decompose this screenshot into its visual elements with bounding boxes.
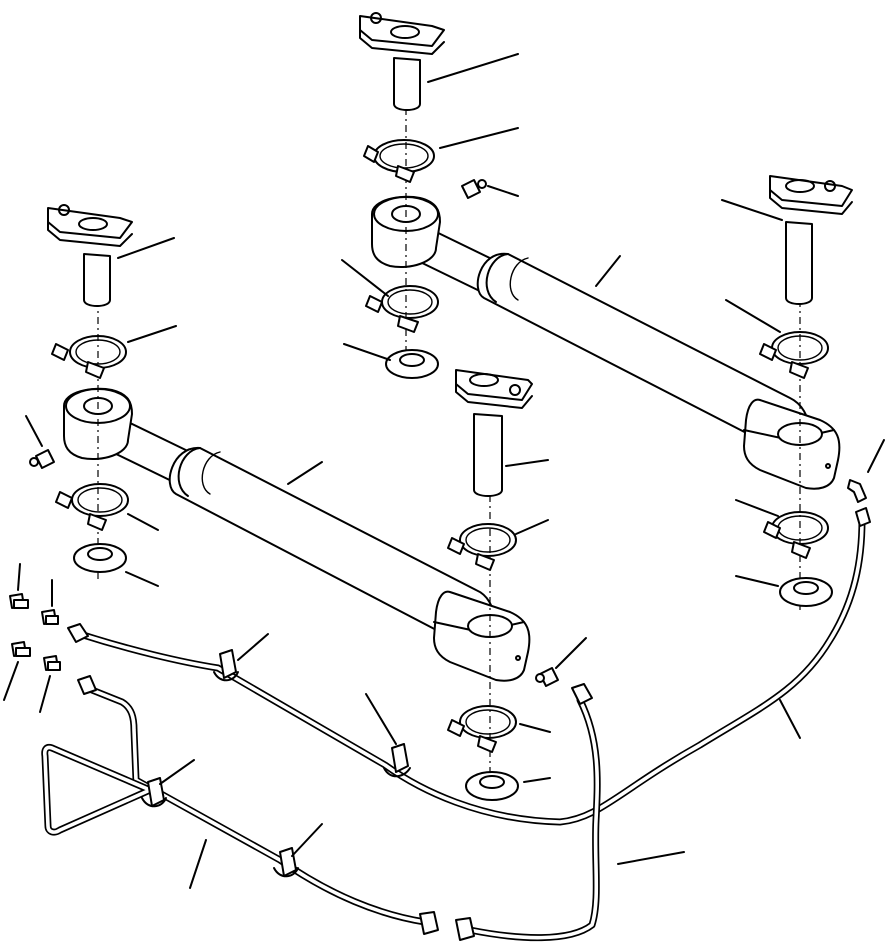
callout-leader	[189, 839, 207, 889]
callout-leader	[617, 851, 685, 865]
callout-leader	[341, 259, 389, 297]
callout-leader	[555, 637, 587, 669]
callout-leader	[159, 759, 195, 785]
callout-leader	[343, 343, 391, 361]
callout-leader	[439, 127, 519, 149]
hydraulic-tube-upper	[76, 516, 866, 826]
hose-end-nut	[67, 623, 89, 643]
tube-clip	[213, 649, 239, 682]
pin-clamp	[447, 523, 517, 571]
hose-end-nut	[77, 675, 97, 695]
callout-leader	[3, 661, 19, 701]
mounting-pin-right	[769, 175, 853, 305]
callout-leader	[515, 519, 549, 535]
mounting-pin-left	[47, 204, 133, 307]
hose-adapter	[43, 655, 61, 671]
callout-leader	[519, 723, 551, 733]
hose-adapter	[41, 609, 59, 625]
callout-leader	[127, 513, 159, 531]
elbow-fitting	[847, 479, 867, 503]
grease-fitting	[461, 179, 487, 199]
callout-leader	[17, 563, 21, 591]
callout-leader	[125, 571, 159, 587]
pin-clamp	[763, 511, 829, 559]
callout-leader	[505, 459, 549, 467]
callout-leader	[867, 439, 885, 473]
hose-adapter	[11, 641, 31, 657]
callout-leader	[127, 325, 177, 343]
spacer-washer	[779, 577, 833, 607]
tube-triangle-loop	[41, 744, 154, 836]
callout-leader	[725, 299, 781, 333]
callout-leader	[595, 255, 621, 287]
hydraulic-tube-lower	[88, 686, 429, 926]
hose-end-nut	[419, 911, 439, 935]
tube-clip	[383, 743, 411, 778]
steering-cylinder-right	[371, 195, 841, 490]
callout-leader	[287, 461, 323, 485]
callout-leader	[735, 499, 779, 517]
pin-clamp	[365, 285, 439, 333]
hose-end-nut	[855, 507, 871, 527]
pin-clamp	[447, 705, 517, 753]
callout-leader	[117, 237, 175, 259]
centerline	[97, 108, 801, 800]
mounting-pin-center	[455, 369, 533, 497]
callout-leader	[39, 675, 51, 713]
grease-fitting	[29, 449, 55, 469]
spacer-washer	[385, 349, 439, 379]
callout-leader	[735, 575, 779, 587]
spacer-washer	[73, 543, 127, 573]
callout-leader	[721, 199, 783, 221]
steering-cylinder-left	[63, 387, 531, 682]
hose-adapter	[9, 593, 29, 609]
callout-leader	[291, 823, 323, 857]
callout-leader	[237, 633, 269, 661]
spacer-washer	[465, 771, 519, 801]
callout-leader	[523, 777, 551, 783]
pin-clamp	[363, 139, 435, 183]
pin-clamp	[759, 331, 829, 379]
callout-leader	[427, 53, 519, 83]
grease-fitting	[535, 667, 559, 687]
hose-end-nut	[455, 917, 475, 941]
callout-leader	[487, 185, 519, 197]
hydraulic-hose-long	[466, 696, 601, 942]
pin-clamp	[51, 335, 127, 379]
callout-leaders	[3, 53, 885, 889]
callout-leader	[365, 693, 397, 745]
hose-end-nut	[571, 683, 593, 705]
pin-clamp	[55, 483, 129, 531]
callout-leader	[779, 699, 801, 739]
mounting-pin-top	[359, 12, 445, 111]
callout-leader	[25, 415, 43, 447]
